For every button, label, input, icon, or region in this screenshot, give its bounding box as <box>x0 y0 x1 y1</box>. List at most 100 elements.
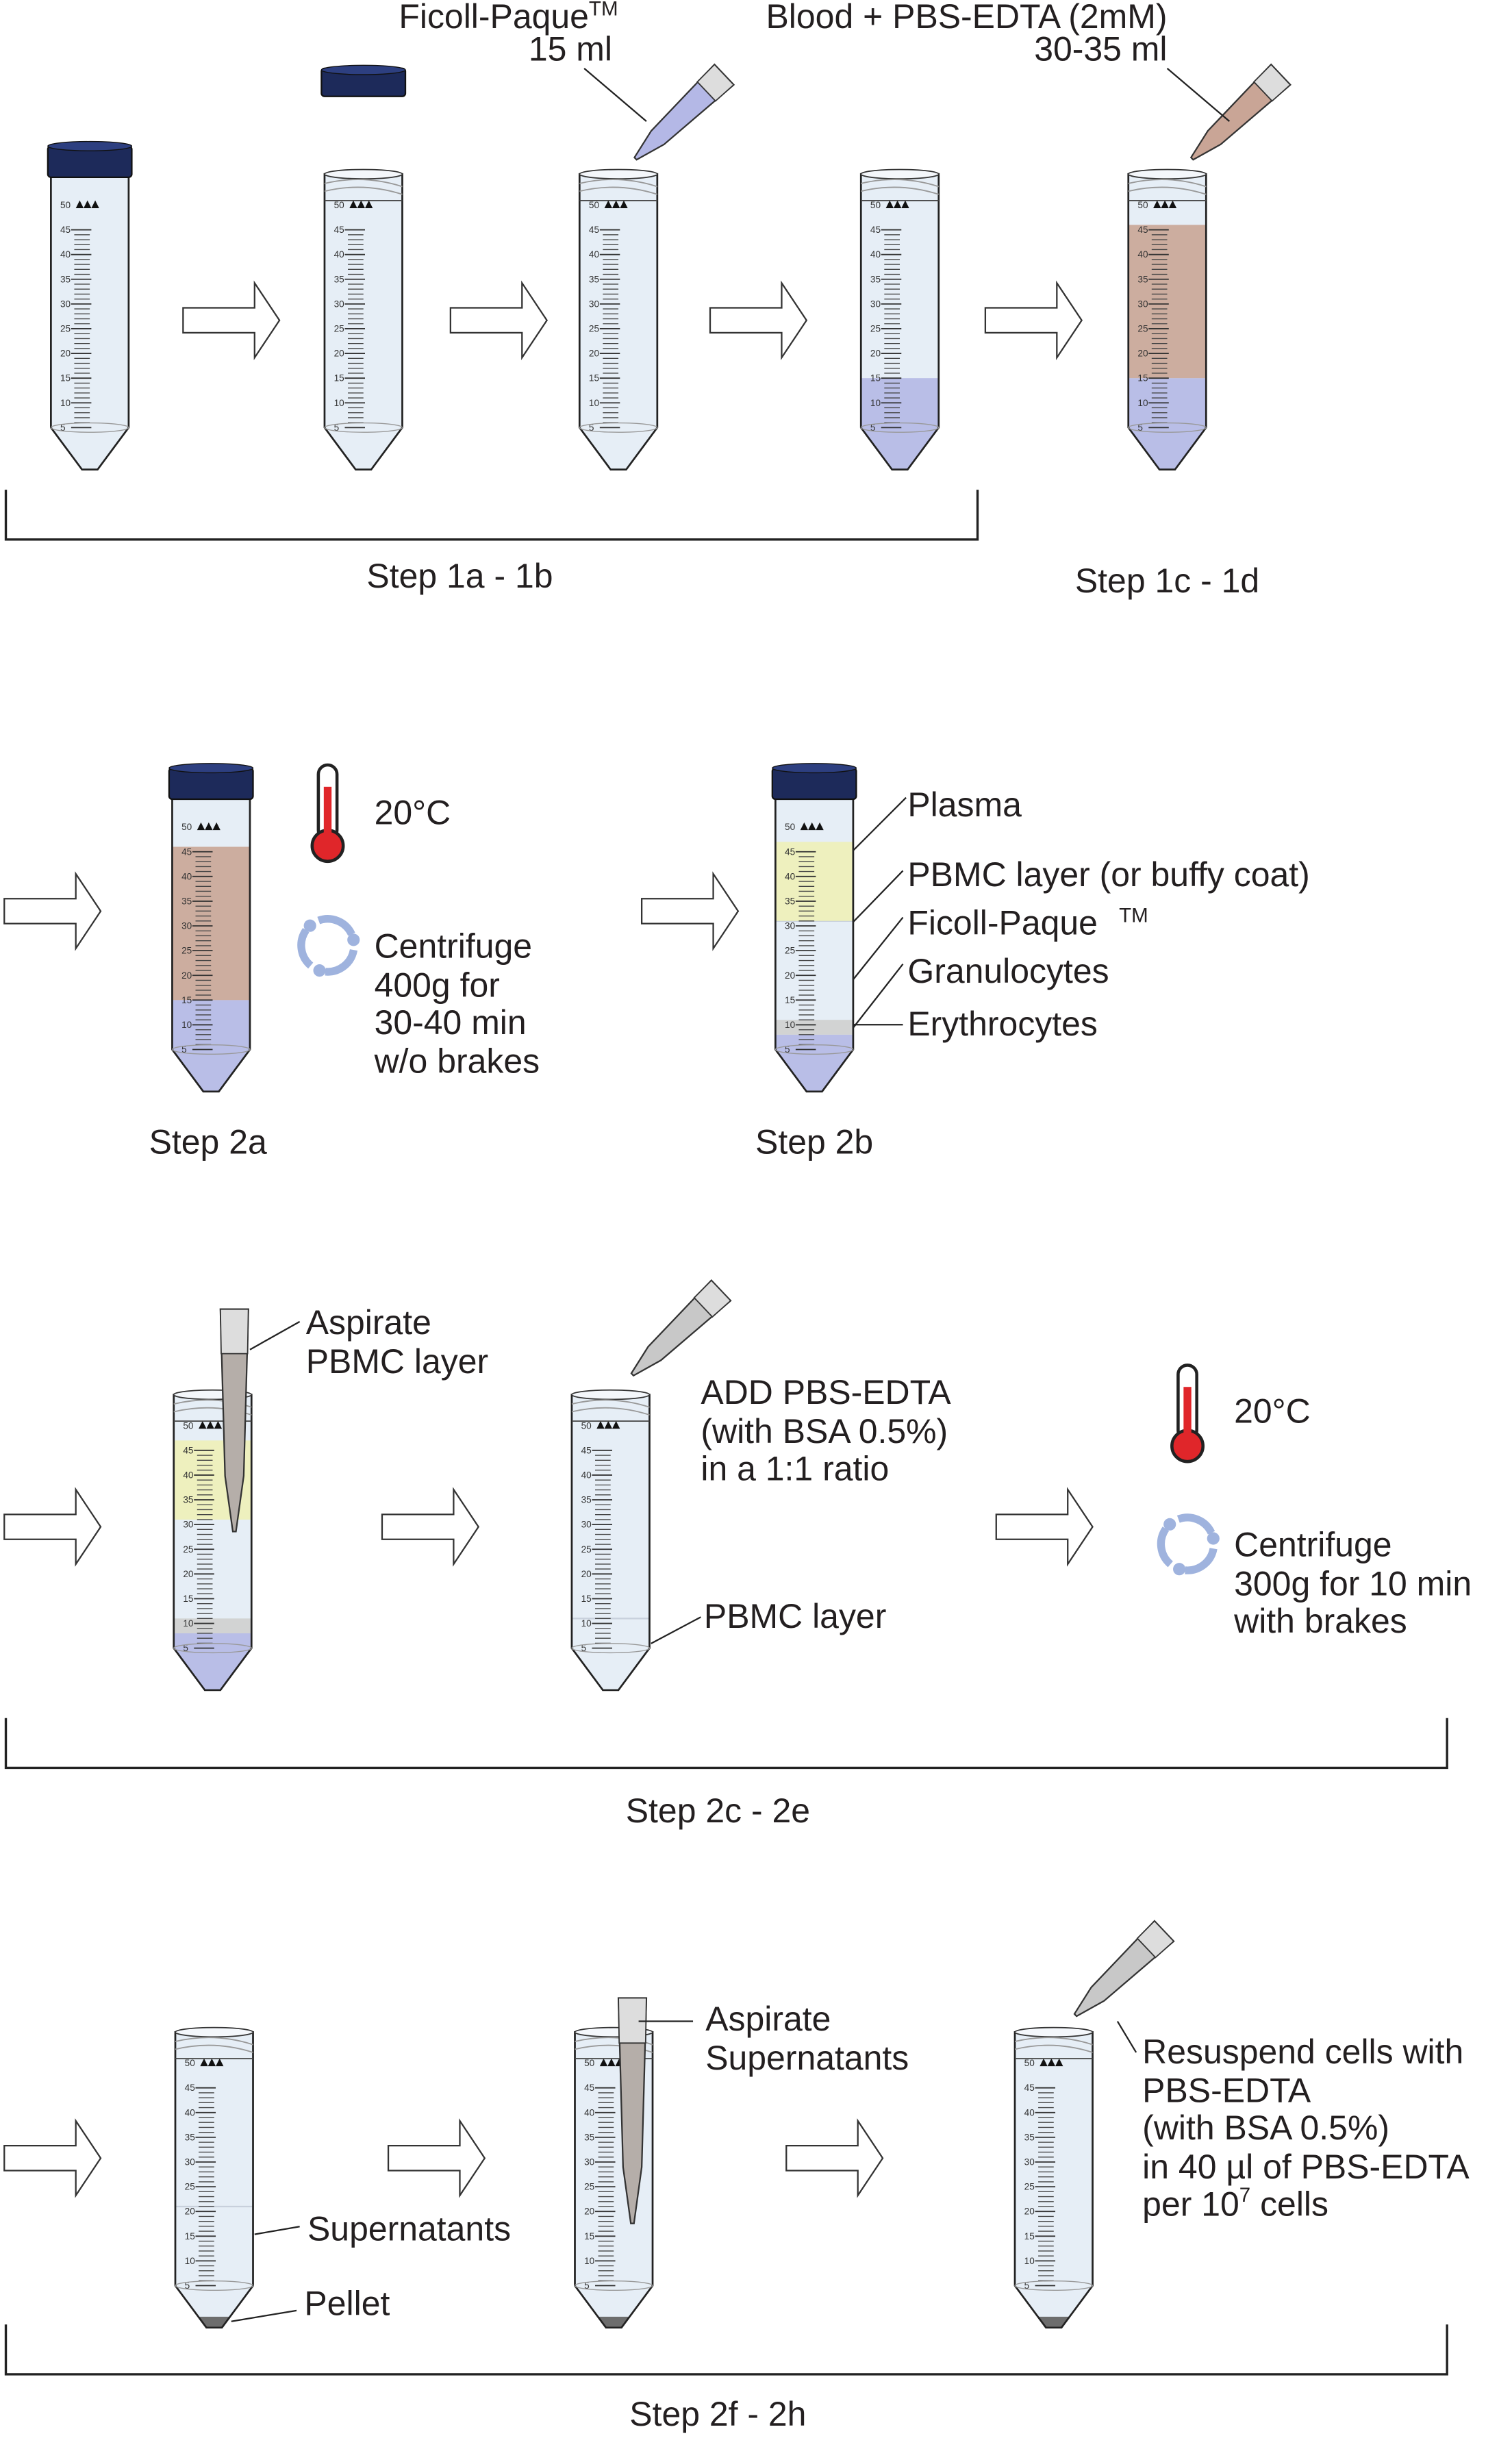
add-pbs-line: (with BSA 0.5%) <box>701 1412 948 1450</box>
graduation-label: 30 <box>183 1520 194 1530</box>
triangle-mark-icon <box>75 200 84 209</box>
graduation-label: 45 <box>1137 225 1148 235</box>
leader-line <box>583 68 647 122</box>
thread <box>324 186 403 195</box>
graduation-label: 25 <box>785 946 795 956</box>
recycle-arc <box>1185 1547 1218 1574</box>
cap-top <box>47 140 133 151</box>
triangle-mark-icon <box>604 200 612 209</box>
graduation-label: 25 <box>181 946 192 956</box>
right-arrow-icon <box>387 2118 486 2198</box>
ficoll-tm: TM <box>589 0 618 21</box>
graduation-label: 40 <box>581 1470 592 1480</box>
graduation-label: 45 <box>589 225 599 235</box>
leader-line <box>853 963 904 1029</box>
tube-cone-edge <box>171 1044 251 1055</box>
graduation-label: 50 <box>589 200 600 210</box>
graduation-label: 40 <box>1137 249 1148 260</box>
graduation-label: 20 <box>1137 349 1148 359</box>
graduation-label: 15 <box>581 1594 592 1604</box>
per-text: per 10 <box>1142 2185 1239 2223</box>
graduation-label: 45 <box>785 846 795 857</box>
centrifuge-line: Centrifuge <box>375 927 532 966</box>
graduation-label: 45 <box>185 2083 195 2093</box>
graduation-label: 10 <box>185 2256 196 2266</box>
step-1a-1b: Step 1a - 1b <box>366 557 553 595</box>
graduation-label: 5 <box>581 1643 587 1653</box>
graduation-label: 40 <box>589 249 600 260</box>
layer-ficoll: Ficoll-Paque <box>907 904 1098 942</box>
centrifuge-line: 400g for <box>375 966 500 1004</box>
thread <box>571 1399 650 1408</box>
graduation-label: 20 <box>589 349 600 359</box>
triangle-mark-icon <box>808 822 816 831</box>
graduation-label: 25 <box>183 1544 193 1555</box>
triangle-mark-icon <box>885 200 894 209</box>
graduation-label: 20 <box>60 349 71 359</box>
temperature-label: 20°C <box>1234 1392 1311 1430</box>
triangle-mark-icon <box>349 200 357 209</box>
aspirate-pbmc-line: Aspirate <box>306 1303 431 1342</box>
triangle-mark-icon <box>612 200 620 209</box>
step-2c-2e: Step 2c - 2e <box>626 1792 810 1830</box>
pipette-end <box>618 1997 647 2044</box>
graduation-label: 25 <box>1024 2182 1035 2192</box>
graduation-label: 30 <box>60 299 71 309</box>
right-arrow-icon <box>449 280 548 360</box>
graduation-label: 30 <box>589 299 600 309</box>
thread <box>324 179 403 188</box>
layer-erythrocytes: Erythrocytes <box>907 1005 1098 1043</box>
leader-line <box>853 796 907 851</box>
recycle-arc <box>325 948 358 976</box>
triangle-mark-icon <box>199 1420 207 1429</box>
tube-rim <box>1127 168 1207 180</box>
graduation-label: 30 <box>785 921 796 931</box>
tube-rim <box>579 168 658 180</box>
graduation-label: 10 <box>870 398 881 408</box>
tube-cone-edge <box>1014 2280 1094 2291</box>
right-arrow-icon <box>381 1487 480 1567</box>
resuspend-line: Resuspend cells with <box>1142 2033 1463 2071</box>
graduation-label: 20 <box>334 349 345 359</box>
graduation-label: 5 <box>334 423 340 433</box>
triangle-mark-icon <box>901 200 909 209</box>
right-arrow-icon <box>785 2118 884 2198</box>
pipette-icon <box>1073 1920 1175 2018</box>
leader-line <box>249 1320 301 1350</box>
triangle-mark-icon <box>1055 2058 1063 2067</box>
triangle-mark-icon <box>91 200 99 209</box>
graduation-label: 20 <box>185 2207 196 2217</box>
aspirate-supernatants-line: Aspirate <box>705 2000 831 2038</box>
pellet <box>575 2316 653 2328</box>
tube-cone-edge <box>774 1044 854 1055</box>
graduation-label: 30 <box>185 2157 196 2167</box>
thread <box>579 186 658 195</box>
marks-layer <box>3 63 1448 2376</box>
graduation-label: 40 <box>334 249 345 260</box>
tube-cone-edge <box>579 422 658 433</box>
graduation-label: 10 <box>589 398 600 408</box>
graduation-label: 50 <box>1024 2058 1035 2068</box>
graduation-label: 30 <box>1024 2157 1035 2167</box>
recycle-arc <box>1157 1526 1174 1568</box>
triangle-mark-icon <box>599 2058 608 2067</box>
graduation-label: 5 <box>60 423 66 433</box>
triangle-mark-icon <box>604 1420 612 1429</box>
graduation-label: 35 <box>181 896 192 906</box>
graduation-label: 45 <box>334 225 344 235</box>
graduation-label: 15 <box>785 995 795 1005</box>
right-arrow-icon <box>984 280 1083 360</box>
graduation-label: 30 <box>181 921 192 931</box>
resuspend-line: (with BSA 0.5%) <box>1142 2109 1389 2147</box>
thread <box>861 186 940 195</box>
triangle-mark-icon <box>612 1420 620 1429</box>
per-end: cells <box>1250 2185 1328 2223</box>
triangle-mark-icon <box>214 1420 223 1429</box>
triangle-mark-icon <box>816 822 824 831</box>
graduation-label: 40 <box>1024 2107 1035 2117</box>
graduation-label: 25 <box>185 2182 195 2192</box>
right-arrow-icon <box>995 1487 1094 1567</box>
